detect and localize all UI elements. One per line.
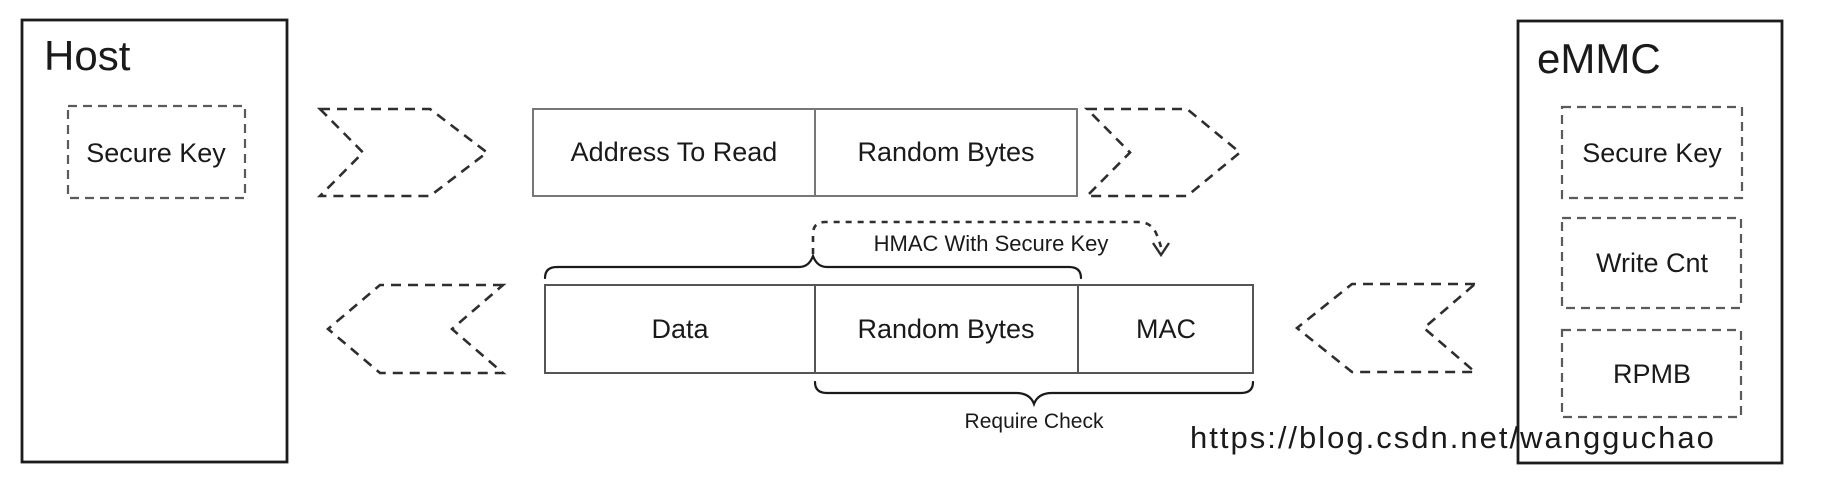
emmc-rpmb-box (1560, 328, 1743, 419)
host-title: Host (44, 32, 131, 79)
require-check-group: Require Check (813, 380, 1255, 433)
emmc-title: eMMC (1537, 35, 1661, 82)
hmac-input-brace (543, 252, 1083, 280)
emmc-rpmb-label: RPMB (1613, 359, 1691, 389)
request-arrow-emmc-side-chevron-right-icon (1083, 107, 1243, 198)
watermark: https://blog.csdn.net/wangguchao (1190, 420, 1716, 455)
emmc-write-cnt-label: Write Cnt (1596, 248, 1709, 278)
response-arrow-emmc-side-chevron-left-icon (1294, 282, 1479, 374)
host-group: Host Secure Key (20, 18, 289, 464)
request-frame-box (532, 108, 1078, 197)
emmc-secure-key-label: Secure Key (1582, 138, 1722, 168)
request-arrow-host-side-chevron-right-icon (316, 107, 490, 198)
emmc-group: eMMC Secure Key Write Cnt RPMB (1516, 19, 1784, 465)
response-field-mac: MAC (1136, 314, 1196, 344)
request-field-random-bytes: Random Bytes (857, 137, 1034, 167)
response-field-random-bytes: Random Bytes (857, 314, 1034, 344)
response-frame-box (544, 284, 1254, 374)
response-arrow-host-side-chevron-left-icon (325, 283, 507, 375)
hmac-annotation-group: HMAC With Secure Key (543, 220, 1170, 280)
host-secure-key-label: Secure Key (86, 138, 226, 168)
require-check-brace (813, 380, 1255, 408)
read-response-frame: Data Random Bytes MAC (544, 284, 1254, 374)
request-field-address: Address To Read (571, 137, 778, 167)
read-request-frame: Address To Read Random Bytes (532, 108, 1078, 197)
hmac-arrow-down-icon (1152, 242, 1170, 258)
emmc-box (1516, 19, 1784, 465)
hmac-label: HMAC With Secure Key (874, 231, 1109, 256)
hmac-flow-dashed-line (811, 220, 1163, 254)
require-check-label: Require Check (965, 410, 1104, 433)
response-field-data: Data (651, 314, 709, 344)
host-box (20, 18, 289, 464)
emmc-secure-key-box (1560, 105, 1744, 200)
